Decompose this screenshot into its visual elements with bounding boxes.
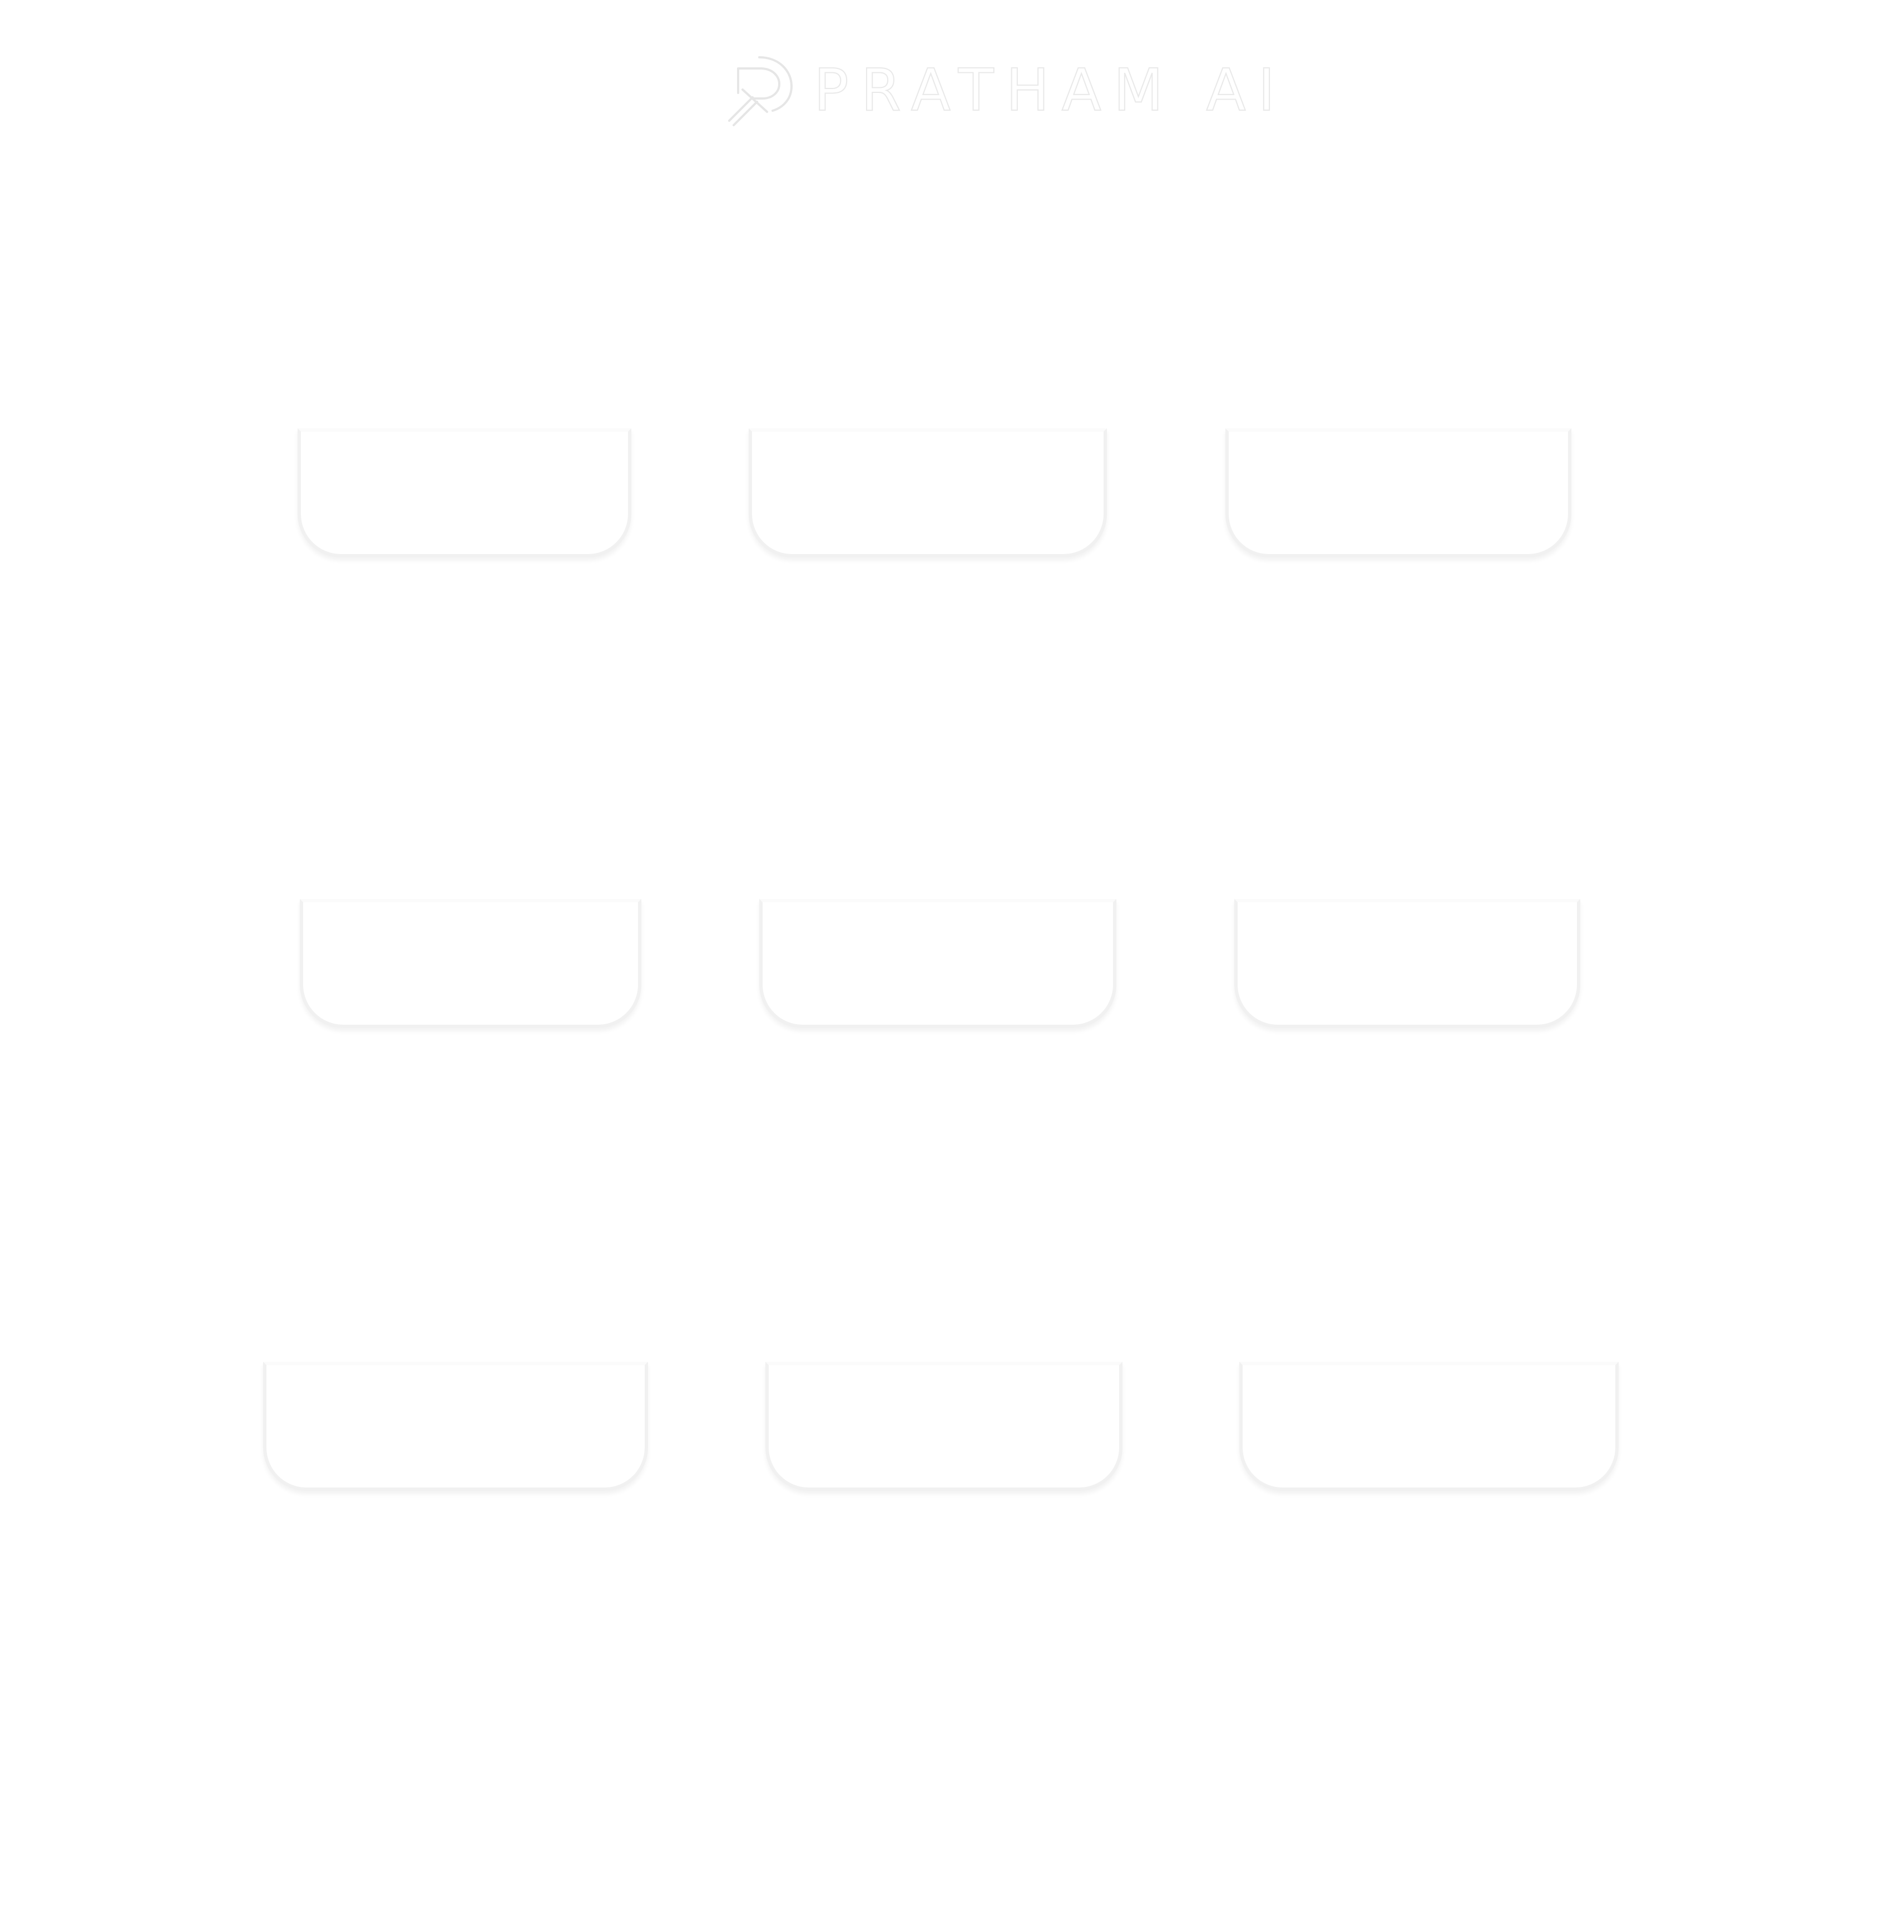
menu-tile-2[interactable]	[749, 428, 1107, 557]
menu-tile-8[interactable]	[765, 1362, 1122, 1491]
menu-tile-5[interactable]	[759, 899, 1116, 1028]
menu-tile-1[interactable]	[298, 428, 631, 557]
brand-logo[interactable]: PRATHAM AI	[726, 51, 1287, 129]
menu-tile-3[interactable]	[1225, 428, 1571, 557]
menu-tile-4[interactable]	[300, 899, 641, 1028]
brand-name: PRATHAM AI	[813, 56, 1288, 124]
menu-tile-9[interactable]	[1239, 1362, 1619, 1491]
menu-tile-6[interactable]	[1234, 899, 1580, 1028]
menu-tile-7[interactable]	[263, 1362, 648, 1491]
header: PRATHAM AI	[0, 0, 1904, 145]
pratham-logo-icon	[728, 56, 793, 126]
